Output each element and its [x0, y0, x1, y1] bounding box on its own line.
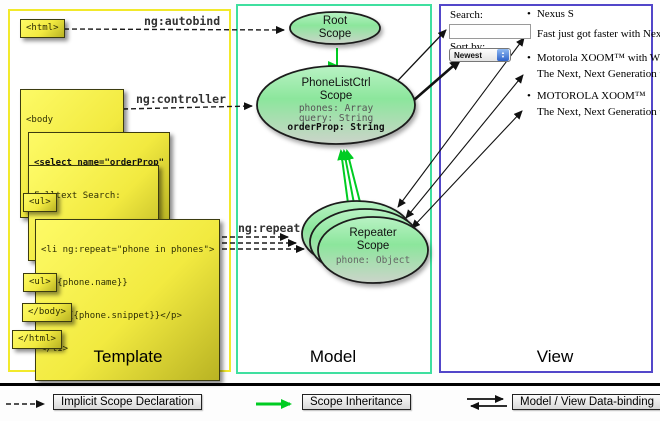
- phonelistctrl-scope-ellipse: [256, 65, 416, 145]
- phone-item-1-desc: Fast just got faster with Nexus S.: [537, 28, 660, 40]
- ng-repeat-label: ng:repeat: [238, 221, 301, 235]
- phone-item-1-name: •Nexus S: [527, 8, 574, 20]
- template-title: Template: [93, 347, 163, 366]
- search-label: Search:: [450, 9, 483, 21]
- root-scope-label: Root Scope: [318, 15, 352, 40]
- view-title: View: [536, 347, 574, 366]
- ng-controller-label: ng:controller: [136, 92, 227, 106]
- legend-data-binding: Model / View Data-binding: [512, 394, 660, 410]
- phonelistctrl-scope-label: PhoneListCtrl Scope: [301, 77, 371, 102]
- legend-scope-inheritance: Scope Inheritance: [302, 394, 411, 410]
- phone-item-2-desc: The Next, Next Generation tablet.: [537, 68, 660, 80]
- html-close-tag-box: </html>: [12, 330, 62, 349]
- sort-select[interactable]: Newest ▲▼: [449, 48, 511, 62]
- ul-close-tag-box: <ul>: [23, 273, 57, 292]
- legend-arrows: [6, 395, 507, 410]
- search-input[interactable]: [449, 24, 531, 39]
- bullet-icon: •: [527, 90, 531, 102]
- root-scope-ellipse: [289, 11, 381, 45]
- legend-implicit-scope: Implicit Scope Declaration: [53, 394, 202, 410]
- ng-autobind-label: ng:autobind: [144, 14, 221, 28]
- bullet-icon: •: [527, 52, 531, 64]
- scope-ellipses: [256, 11, 429, 284]
- model-title: Model: [309, 347, 357, 366]
- body-close-tag-box: </body>: [22, 303, 72, 322]
- implicit-scope-arrows: [63, 25, 305, 253]
- html-open-tag-box: <html>: [20, 19, 65, 38]
- select-stepper-icon: ▲▼: [497, 49, 509, 61]
- phone-item-2-name: •Motorola XOOM™ with Wi-Fi: [527, 52, 660, 64]
- sort-select-value: Newest: [454, 50, 483, 60]
- bullet-icon: •: [527, 8, 531, 20]
- li-repeat-tag-box: <li ng:repeat="phone in phones"> {{phone…: [35, 219, 221, 381]
- phonelistctrl-scope-props: phones: Array query: String orderProp: S…: [287, 103, 385, 133]
- data-binding-arrows: [367, 29, 525, 229]
- legend-separator: [0, 383, 660, 386]
- repeater-scope-label: Repeater Scope: [349, 227, 397, 252]
- repeater-scope-ellipse-front: [317, 216, 429, 284]
- phone-item-3-name: •MOTOROLA XOOM™: [527, 90, 646, 102]
- repeater-scope-props: phone: Object: [335, 255, 411, 266]
- phone-item-3-desc: The Next, Next Generation tablet.: [537, 106, 660, 118]
- ul-open-tag-box: <ul>: [23, 193, 57, 212]
